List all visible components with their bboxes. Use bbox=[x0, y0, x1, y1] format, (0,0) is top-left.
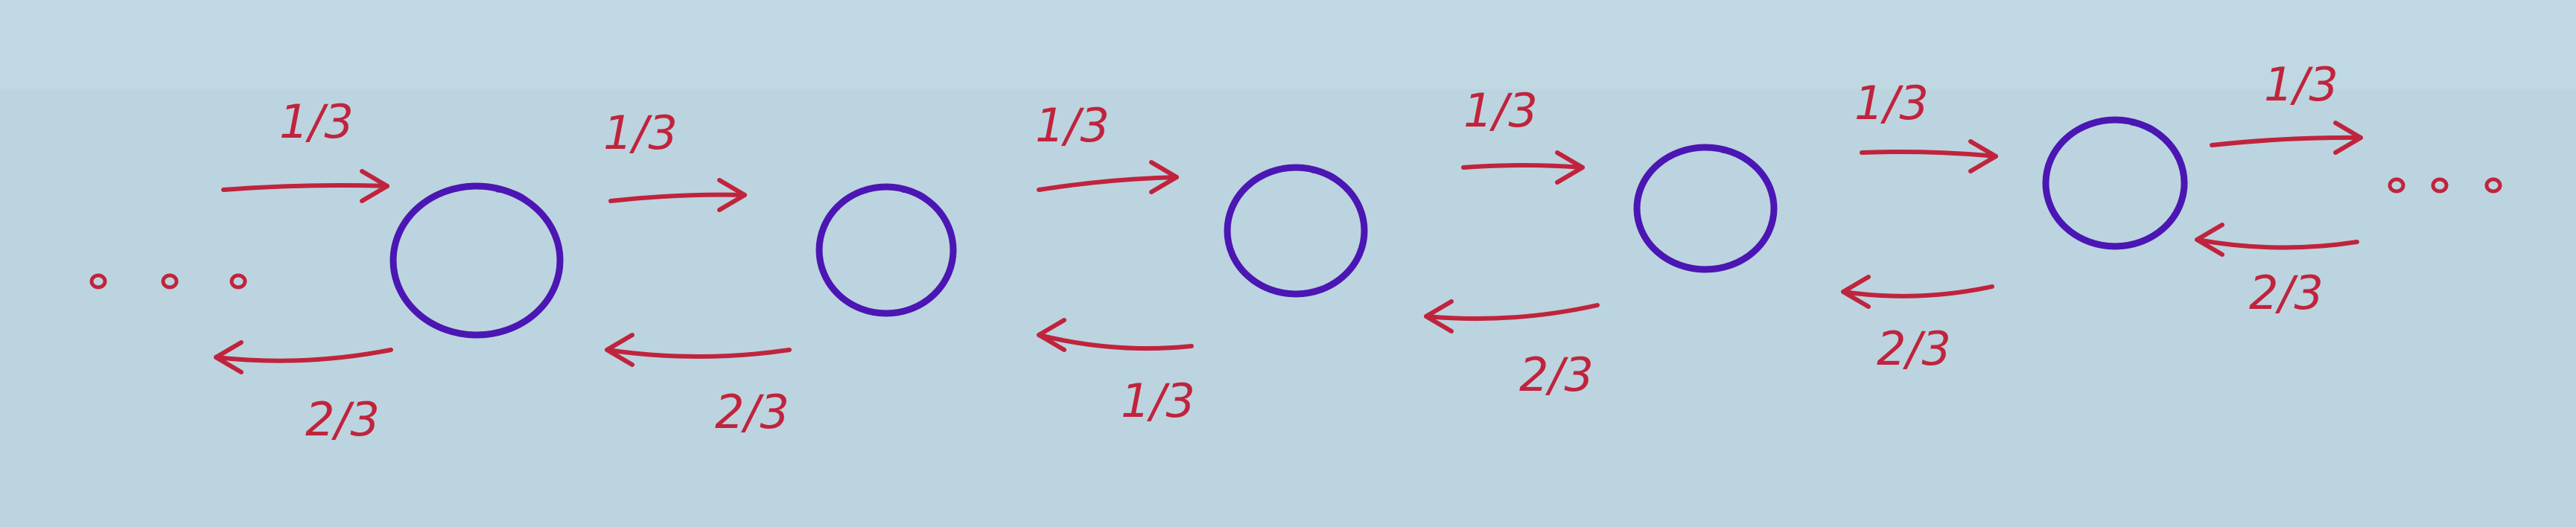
backward-transition-arrow bbox=[1841, 284, 1994, 298]
forward-probability-label: 1/3 bbox=[603, 106, 678, 160]
state-node bbox=[389, 182, 564, 339]
ellipsis-dot bbox=[89, 273, 107, 290]
state-node bbox=[815, 183, 957, 317]
ellipsis-dot bbox=[2431, 177, 2449, 194]
backward-arrowhead bbox=[1841, 275, 1871, 309]
backward-probability-label: 2/3 bbox=[1519, 348, 1594, 402]
state-node-stroke-overlap bbox=[900, 187, 934, 207]
state-node-stroke-overlap bbox=[494, 187, 535, 209]
ellipsis-right bbox=[2388, 177, 2502, 194]
backward-probability-label: 2/3 bbox=[1877, 322, 1951, 376]
ellipsis-dot bbox=[161, 273, 179, 290]
backward-arrowhead bbox=[2195, 223, 2224, 257]
forward-probability-label: 1/3 bbox=[279, 95, 354, 149]
forward-arrowhead bbox=[1555, 150, 1585, 185]
backward-arrowhead bbox=[214, 340, 244, 374]
state-node bbox=[1224, 164, 1368, 298]
backward-transition-arrow bbox=[2195, 237, 2359, 250]
backward-transition-arrow bbox=[1037, 333, 1194, 351]
forward-arrowhead bbox=[2333, 121, 2363, 155]
backward-probability-label: 1/3 bbox=[1121, 374, 1195, 428]
ellipsis-left bbox=[89, 273, 247, 290]
backward-probability-label: 2/3 bbox=[305, 392, 380, 447]
forward-arrowhead bbox=[1149, 160, 1179, 194]
backward-transition-arrow bbox=[605, 348, 792, 359]
state-node-stroke-overlap bbox=[1310, 167, 1345, 188]
forward-transition-arrow bbox=[2210, 135, 2363, 147]
forward-transition-arrow bbox=[1037, 175, 1179, 192]
backward-probability-label: 2/3 bbox=[2249, 266, 2324, 320]
backward-arrowhead bbox=[1037, 318, 1066, 352]
ellipsis-dot bbox=[2388, 177, 2405, 194]
forward-arrowhead bbox=[360, 169, 389, 203]
backward-arrowhead bbox=[1424, 299, 1454, 333]
ellipsis-dot bbox=[229, 273, 247, 290]
forward-probability-label: 1/3 bbox=[1854, 76, 1929, 130]
forward-arrowhead bbox=[717, 178, 747, 212]
forward-probability-label: 1/3 bbox=[1463, 83, 1538, 138]
forward-probability-label: 1/3 bbox=[1035, 98, 1110, 153]
forward-arrowhead bbox=[1968, 139, 1998, 173]
state-node bbox=[2042, 116, 2188, 250]
forward-transition-arrow bbox=[1461, 163, 1585, 170]
backward-transition-arrow bbox=[1424, 303, 1600, 322]
paper-top-band bbox=[0, 0, 2576, 89]
forward-transition-arrow bbox=[221, 182, 389, 192]
ellipsis-dot bbox=[2484, 177, 2502, 194]
state-node bbox=[1633, 144, 1778, 273]
backward-transition-arrow bbox=[214, 348, 393, 363]
backward-arrowhead bbox=[605, 333, 635, 367]
state-node-stroke-overlap bbox=[1720, 147, 1755, 167]
forward-transition-arrow bbox=[1860, 149, 1998, 159]
forward-probability-label: 1/3 bbox=[2264, 57, 2338, 112]
backward-probability-label: 2/3 bbox=[715, 385, 789, 439]
state-node-stroke-overlap bbox=[2129, 120, 2164, 140]
forward-transition-arrow bbox=[608, 192, 747, 203]
